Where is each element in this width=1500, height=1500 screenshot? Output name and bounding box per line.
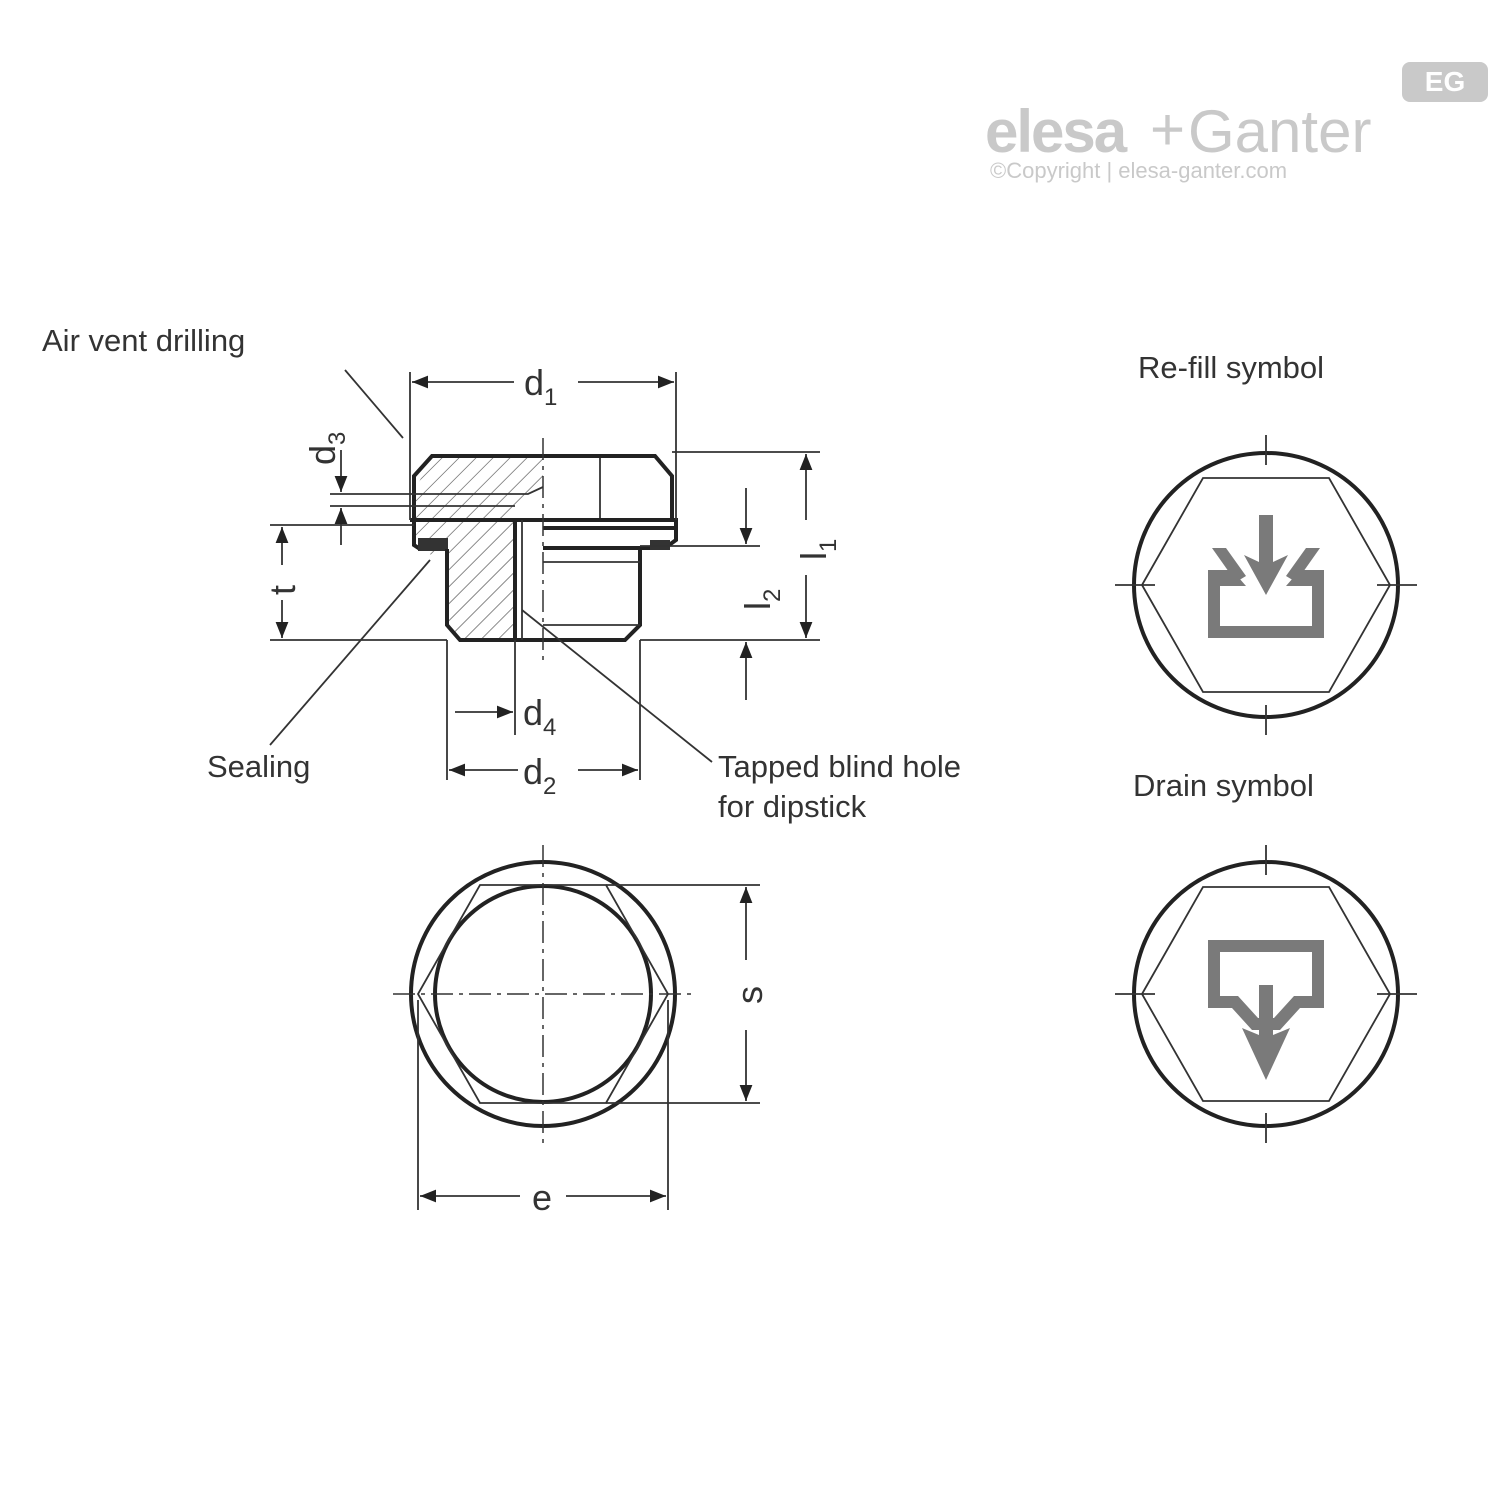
air-vent-label: Air vent drilling [42, 323, 245, 358]
drain-symbol-view [1115, 845, 1417, 1143]
d4-label: d4 [523, 692, 556, 741]
side-section-view: d1 d2 d4 d3 t l1 l2 [262, 362, 842, 800]
refill-tray-icon [1208, 570, 1324, 638]
air-vent-leader [344, 369, 404, 439]
s-label: s [729, 986, 770, 1004]
eg-badge [1402, 62, 1488, 102]
sealing-leader [269, 559, 431, 746]
sealing-ring-left [418, 538, 448, 551]
l2-label: l2 [737, 589, 786, 610]
top-view-inner-circle [433, 884, 653, 1104]
air-vent-top [414, 486, 544, 495]
brand-ganter: Ganter [1188, 98, 1371, 165]
tapped-hole-leader [521, 609, 713, 763]
sealing-label: Sealing [207, 749, 310, 784]
section-hatching [414, 456, 543, 638]
brand-elesa: elesa [985, 98, 1128, 165]
d1-label: d1 [524, 362, 557, 411]
refill-symbol-view [1115, 435, 1417, 735]
brand-plus: + [1150, 96, 1185, 163]
head-outline-right [543, 454, 674, 520]
d3-label: d3 [302, 432, 351, 465]
t-label: t [262, 585, 303, 595]
top-view: s e [393, 845, 770, 1218]
elesa-ganter-logo: EG elesa + Ganter ©Copyright | elesa-gan… [985, 62, 1488, 183]
flange-outline [410, 518, 678, 550]
drain-arrow-down-icon [1242, 985, 1290, 1080]
refill-symbol-label: Re-fill symbol [1138, 350, 1324, 385]
tapped-hole-label-line1: Tapped blind hole [718, 749, 961, 784]
refill-chevron-left [1212, 548, 1246, 582]
copyright-text: ©Copyright | elesa-ganter.com [990, 158, 1287, 183]
drain-symbol-label: Drain symbol [1133, 768, 1314, 803]
refill-chevron-right [1286, 548, 1320, 582]
d2-label: d2 [523, 751, 556, 800]
drain-funnel-icon [1208, 940, 1324, 1030]
tapped-hole-label-line2: for dipstick [718, 789, 867, 824]
refill-arrow-down-icon [1244, 515, 1288, 595]
e-label: e [532, 1177, 552, 1218]
l1-label: l1 [793, 539, 842, 560]
sealing-ring-right [650, 540, 670, 550]
eg-badge-text: EG [1425, 66, 1465, 97]
